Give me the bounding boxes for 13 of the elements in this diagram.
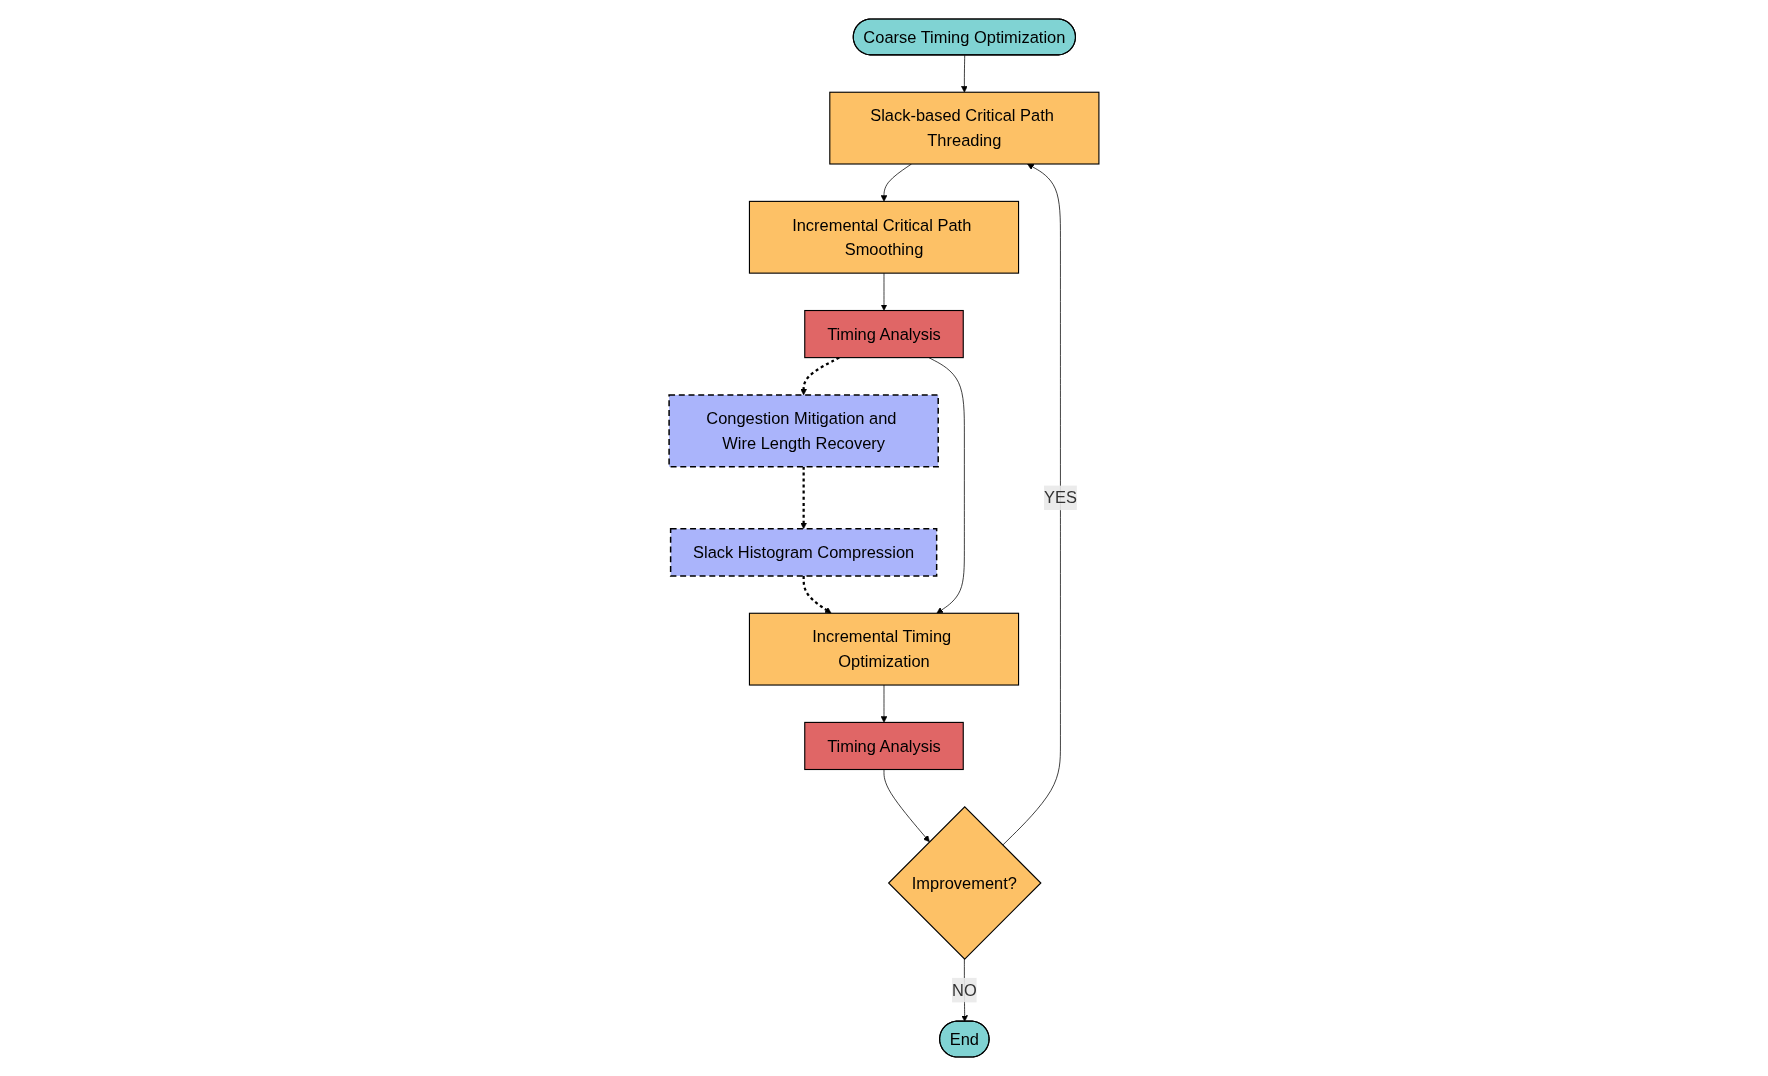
node-box: Incremental Critical Path Smoothing [748, 200, 1020, 274]
edge-label: YES [1043, 488, 1077, 508]
edge-label: NO [952, 980, 977, 1000]
arrow [800, 356, 840, 396]
node-box: Timing Analysis [804, 309, 964, 359]
arrow [800, 466, 807, 530]
node-box: Incremental Timing Optimization [748, 612, 1020, 686]
node-diamond: Improvement? [887, 806, 1042, 960]
node-box: Slack Histogram Compression [669, 528, 938, 577]
arrow [802, 575, 832, 614]
node-box: Timing Analysis [804, 721, 964, 771]
node-box: Slack-based Critical Path Threading [829, 91, 1100, 165]
node-box: Congestion Mitigation and Wire Length Recovery [668, 394, 939, 468]
